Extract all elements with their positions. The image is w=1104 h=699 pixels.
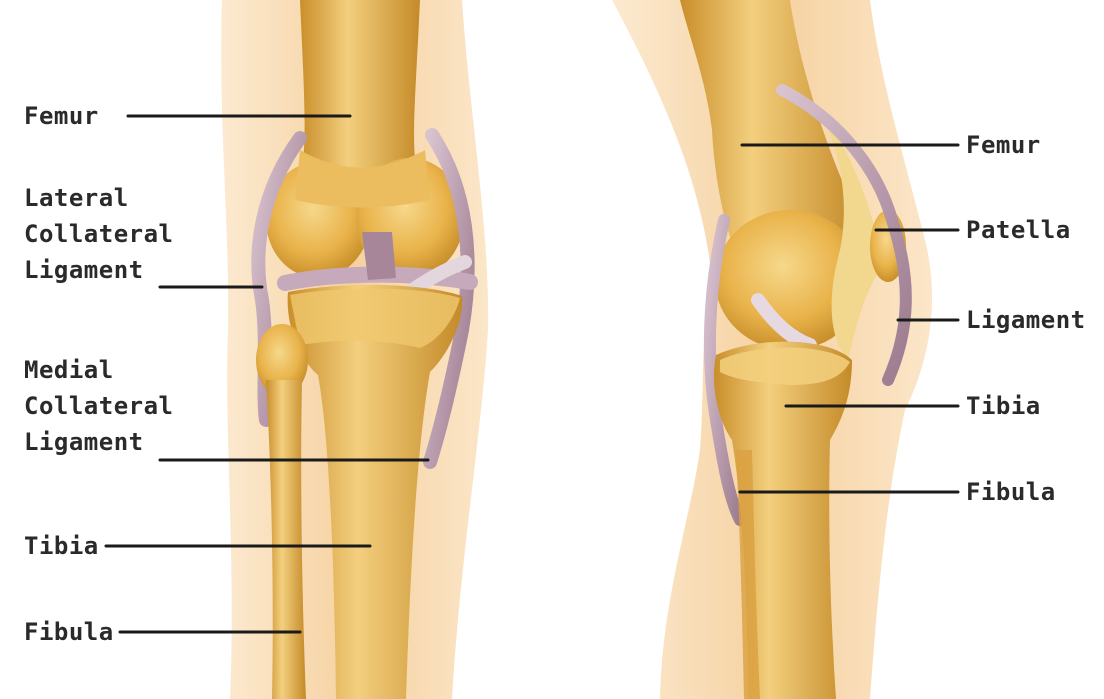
side-view: [612, 0, 932, 699]
front-view: [221, 0, 488, 699]
label-side-ligament: Ligament: [966, 302, 1086, 338]
label-text: Femur: [966, 127, 1041, 163]
label-line-1: Lateral: [24, 180, 174, 216]
label-text: Tibia: [24, 528, 99, 564]
label-text: Femur: [24, 98, 99, 134]
label-text: Tibia: [966, 388, 1041, 424]
label-line-1: Medial: [24, 352, 174, 388]
label-line-2: Collateral: [24, 388, 174, 424]
label-line-2: Collateral: [24, 216, 174, 252]
label-text: Ligament: [966, 302, 1086, 338]
label-line-3: Ligament: [24, 424, 174, 460]
label-text: Patella: [966, 212, 1071, 248]
label-side-tibia: Tibia: [966, 388, 1041, 424]
label-line-3: Ligament: [24, 252, 174, 288]
label-text: Fibula: [24, 614, 114, 650]
label-front-femur: Femur: [24, 98, 99, 134]
label-front-medial-collateral-ligament: Medial Collateral Ligament: [24, 352, 174, 460]
label-side-femur: Femur: [966, 127, 1041, 163]
label-front-lateral-collateral-ligament: Lateral Collateral Ligament: [24, 180, 174, 288]
label-front-tibia: Tibia: [24, 528, 99, 564]
label-text: Fibula: [966, 474, 1056, 510]
label-front-fibula: Fibula: [24, 614, 114, 650]
label-side-patella: Patella: [966, 212, 1071, 248]
label-side-fibula: Fibula: [966, 474, 1056, 510]
